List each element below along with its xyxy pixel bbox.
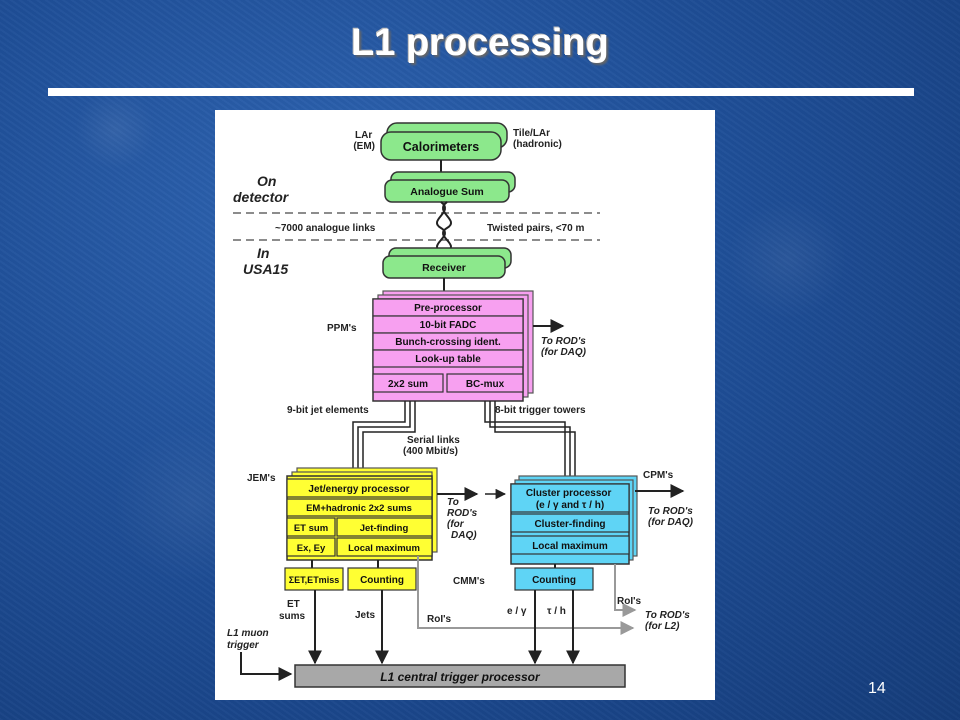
rois-left-label: RoI's — [427, 614, 451, 625]
ctp-box — [294, 664, 626, 688]
ppm-row-0-label: Pre-processor — [414, 303, 482, 314]
links-right-label: Twisted pairs, <70 m — [487, 223, 584, 234]
rois-right-label: RoI's — [617, 596, 641, 607]
ctp-label: L1 central trigger processor — [380, 670, 541, 684]
cpm-cluster-finding: Cluster-finding — [534, 519, 605, 530]
ppm-row-3 — [372, 349, 524, 368]
jem-et-sum: ET sum — [294, 523, 328, 534]
trigger-towers-label: 8-bit trigger towers — [495, 405, 586, 416]
ppm-cpm-link-2 — [489, 401, 571, 476]
jem-counting: Counting — [360, 575, 404, 586]
cpm-counting: Counting — [532, 575, 576, 586]
jem-ex-ey: Ex, Ey — [297, 543, 326, 554]
l1-muon-label: L1 muon trigger — [227, 628, 271, 651]
calorimeters-label: Calorimeters — [403, 140, 479, 154]
jem-label: JEM's — [247, 473, 276, 484]
cpm-cluster-finding-box — [510, 513, 630, 533]
cmm-label: CMM's — [453, 576, 485, 587]
jem-local-max: Local maximum — [348, 543, 420, 554]
cpm-label: CPM's — [643, 470, 674, 481]
tile-lar-label: Tile/LAr (hadronic) — [513, 128, 562, 150]
jem-sub-box — [286, 498, 433, 517]
jem-cmm-sums: ΣET,ETmiss — [289, 575, 339, 585]
cpm-local-max: Local maximum — [532, 541, 608, 552]
e-gamma-label: e / γ — [507, 606, 527, 617]
slide-title: L1 processing — [351, 22, 609, 64]
ppm-bc-mux-box — [446, 373, 524, 393]
jem-sub: EM+hadronic 2x2 sums — [306, 503, 412, 514]
serial-links-label: Serial links (400 Mbit/s) — [403, 435, 463, 457]
ppm-jem-link-1 — [352, 401, 406, 468]
cpm-local-max-box — [510, 535, 630, 555]
et-sums-label: ET sums — [279, 599, 306, 622]
jem-title-box — [286, 478, 433, 498]
in-usa15-label: In USA15 — [243, 245, 288, 277]
on-detector-label: On detector — [233, 173, 290, 205]
twisted-pair-b — [442, 201, 452, 253]
jets-label: Jets — [355, 610, 375, 621]
jem-ex-ey-box — [286, 537, 336, 557]
diagram-panel: LAr (EM) Calorimeters Tile/LAr (hadronic… — [215, 110, 715, 700]
cpm-title-box — [510, 483, 630, 513]
lar-em-label: LAr (EM) — [353, 130, 375, 152]
ppm-jem-link-2 — [357, 401, 411, 468]
ppm-to-rod-label: To ROD's (for DAQ) — [541, 336, 589, 358]
ppm-cpm-link-1 — [484, 401, 566, 476]
cpm-title: Cluster processor (e / γ and τ / h) — [526, 488, 614, 511]
ppm-row-3-label: Look-up table — [415, 354, 481, 365]
page-number: 14 — [868, 680, 886, 697]
ppm-row-2-label: Bunch-crossing ident. — [395, 337, 501, 348]
jem-title: Jet/energy processor — [308, 484, 409, 495]
ppm-jem-link-3 — [362, 401, 416, 468]
l1-muon-arrow — [240, 652, 293, 681]
cpm-to-rod-label: To ROD's (for DAQ) — [648, 506, 696, 528]
ppm-bc-mux-label: BC-mux — [466, 379, 505, 390]
jem-et-sum-box — [286, 517, 336, 537]
jem-to-rod-label: To ROD's (for DAQ) — [447, 497, 480, 541]
analogue-sum-label: Analogue Sum — [410, 186, 484, 198]
ppm-row-1-label: 10-bit FADC — [420, 320, 477, 331]
links-left-label: ~7000 analogue links — [275, 223, 376, 234]
ppm-2x2-sum-label: 2x2 sum — [388, 379, 428, 390]
jem-local-max-box — [336, 537, 433, 557]
ppm-label: PPM's — [327, 323, 357, 334]
cpm-counting-box — [514, 567, 594, 591]
receiver-label: Receiver — [422, 262, 466, 274]
l1-processing-diagram: LAr (EM) Calorimeters Tile/LAr (hadronic… — [227, 122, 696, 688]
rois-right-arrow — [614, 564, 637, 617]
jet-elements-label: 9-bit jet elements — [287, 405, 369, 416]
ppm-2x2-sum-box — [372, 373, 444, 393]
tau-h-label: τ / h — [547, 606, 566, 617]
jem-jet-finding: Jet-finding — [360, 523, 409, 534]
to-rod-l2-label: To ROD's (for L2) — [645, 610, 693, 632]
title-underline — [48, 88, 914, 96]
jem-jet-finding-box — [336, 517, 433, 537]
rois-left-arrow — [417, 556, 635, 635]
ppm-cpm-link-3 — [494, 401, 576, 476]
